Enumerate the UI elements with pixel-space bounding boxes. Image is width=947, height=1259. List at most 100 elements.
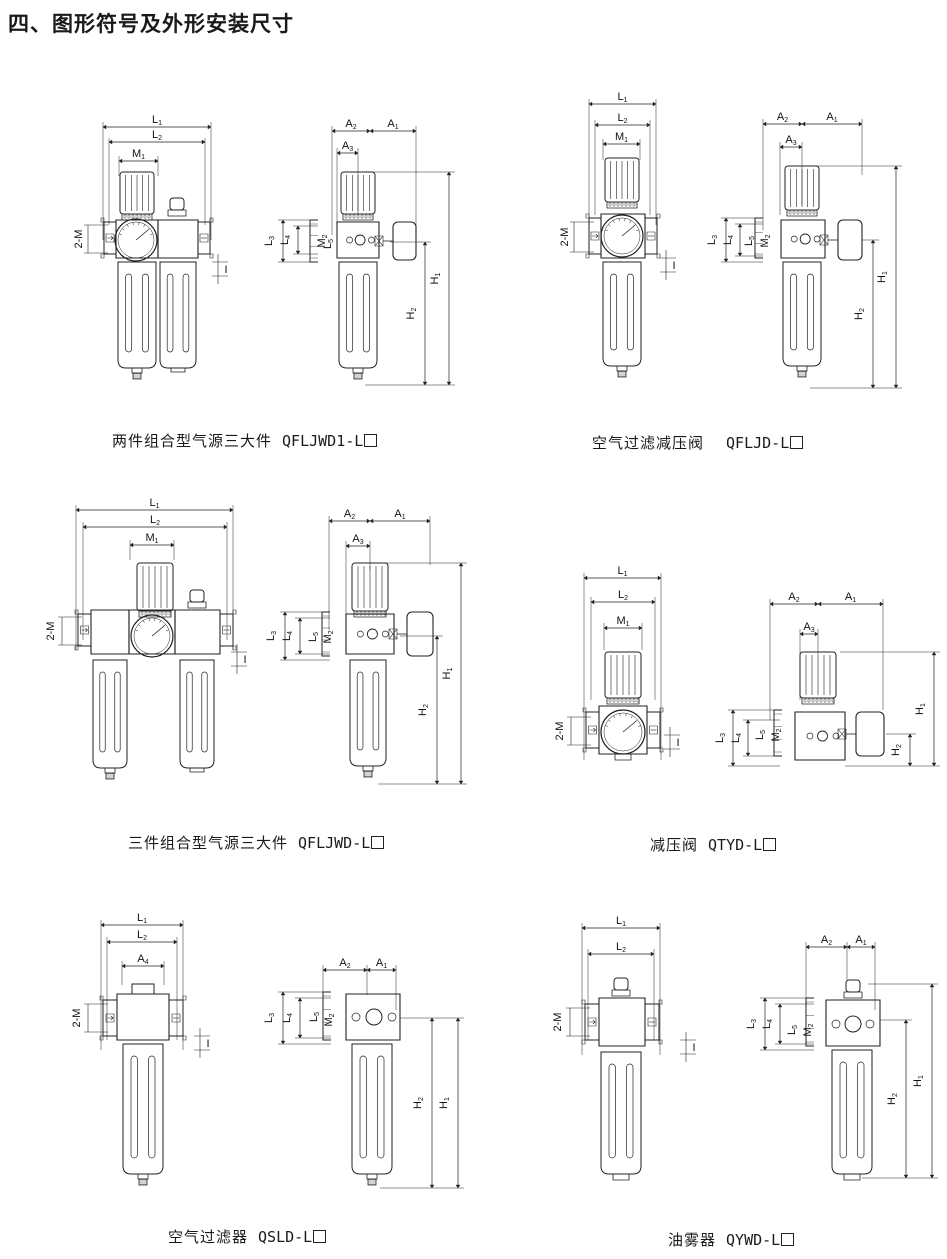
- collar-tooth: [809, 211, 811, 214]
- collar-tooth: [361, 215, 363, 218]
- mount-bolt: [183, 1036, 186, 1040]
- port-block: [645, 1004, 659, 1040]
- bowl-window: [627, 274, 633, 350]
- product-name: 油雾器: [668, 1231, 717, 1249]
- arrowhead: [604, 626, 607, 630]
- arrowhead: [589, 102, 592, 106]
- arrowhead: [778, 1004, 782, 1007]
- arrowhead: [83, 525, 86, 529]
- bowl-window: [807, 274, 813, 350]
- flow-arrow: [82, 628, 88, 632]
- product-name: 减压阀: [650, 836, 699, 854]
- collar-tooth: [128, 215, 130, 218]
- collar-tooth: [148, 215, 150, 218]
- sight-base: [844, 1174, 860, 1180]
- side-screw: [347, 237, 353, 243]
- bowl-window: [611, 274, 617, 350]
- bowl-window: [126, 274, 132, 352]
- model-code: QFLJWD-L: [298, 834, 371, 852]
- dimension-label-l3: L3: [263, 236, 276, 246]
- port-fitting: [106, 1014, 114, 1022]
- arrowhead: [298, 998, 302, 1001]
- dimension-label-i: I: [206, 1038, 209, 1050]
- bowl-window: [791, 274, 797, 350]
- dimension-label-l4: L4: [281, 1013, 294, 1023]
- arrowhead: [103, 125, 106, 129]
- arrowhead: [281, 1041, 285, 1044]
- gauge-tick: [166, 630, 169, 631]
- dimension-label-l5: L5: [754, 730, 767, 740]
- bowl-window: [115, 672, 120, 752]
- dimension-label-h1: H1: [876, 271, 889, 283]
- mount-bolt: [101, 218, 104, 222]
- collar-tooth: [144, 215, 146, 218]
- arrowhead: [637, 142, 640, 146]
- arrowhead: [799, 122, 802, 126]
- gauge-tick: [620, 713, 621, 716]
- lubricator-body-side: [826, 1000, 880, 1046]
- dimension-label-l1: L1: [137, 912, 147, 925]
- bowl-window: [609, 1064, 615, 1158]
- arrowhead: [283, 612, 287, 615]
- mount-bolt: [210, 218, 213, 222]
- side-screw: [388, 1013, 396, 1021]
- bowl-guard: [160, 262, 196, 368]
- arrowhead: [296, 251, 300, 254]
- arrowhead: [806, 945, 809, 949]
- port-fitting: [650, 726, 658, 734]
- dimension-label-a1: A1: [394, 508, 405, 521]
- adjustment-knob: [605, 158, 639, 202]
- collar-tooth: [617, 699, 619, 702]
- gauge-tick: [133, 222, 134, 225]
- gauge-nut: [820, 235, 828, 245]
- dimension-label-l5: L5: [322, 239, 335, 249]
- arrowhead: [423, 382, 427, 385]
- bowl-window: [131, 1056, 137, 1158]
- arrowhead: [908, 763, 912, 766]
- collar-tooth: [140, 215, 142, 218]
- arrowhead: [459, 563, 463, 566]
- gauge-tick: [625, 218, 626, 221]
- gauge-tick: [619, 218, 620, 221]
- product-name: 空气过滤器: [168, 1228, 249, 1246]
- dimension-label-l4: L4: [730, 733, 743, 743]
- oil-cap-base: [168, 210, 186, 216]
- arrowhead: [904, 1020, 908, 1023]
- dimension-label-a2: A2: [344, 508, 355, 521]
- mount-bolt: [75, 610, 78, 614]
- mount-bolt: [660, 708, 663, 712]
- bowl-window: [360, 1056, 366, 1158]
- dimension-label-l2: L2: [616, 941, 626, 954]
- adjustment-knob: [120, 172, 154, 214]
- product-name: 两件组合型气源三大件: [112, 432, 273, 450]
- arrowhead: [815, 632, 818, 636]
- port-fitting: [172, 1014, 180, 1022]
- gauge-tick: [144, 224, 146, 227]
- arrowhead: [844, 945, 847, 949]
- mount-bolt: [583, 748, 586, 752]
- arrowhead: [658, 576, 661, 580]
- collar-tooth: [141, 612, 143, 615]
- arrowhead: [346, 544, 349, 548]
- arrowhead: [653, 102, 656, 106]
- side-screw: [833, 733, 839, 739]
- mount-bolt: [233, 646, 236, 650]
- dimension-label-l4: L4: [279, 235, 292, 245]
- arrowhead: [880, 602, 883, 606]
- bowl-window: [357, 672, 363, 750]
- flow-arrow: [590, 728, 596, 732]
- oil-cap-base: [844, 992, 862, 998]
- adjustment-knob: [605, 652, 641, 698]
- dimension-label-l2: L2: [618, 589, 628, 602]
- bowl-window: [858, 1062, 864, 1158]
- option-box: [781, 1233, 795, 1246]
- side-port: [355, 235, 365, 245]
- arrowhead: [894, 385, 898, 388]
- arrowhead: [780, 145, 783, 149]
- gauge-needle: [623, 721, 636, 732]
- dimension-label-twom: 2-M: [71, 1009, 83, 1028]
- oil-cap-base: [612, 990, 630, 996]
- mount-bolt: [582, 1040, 585, 1044]
- arrowhead: [208, 125, 211, 129]
